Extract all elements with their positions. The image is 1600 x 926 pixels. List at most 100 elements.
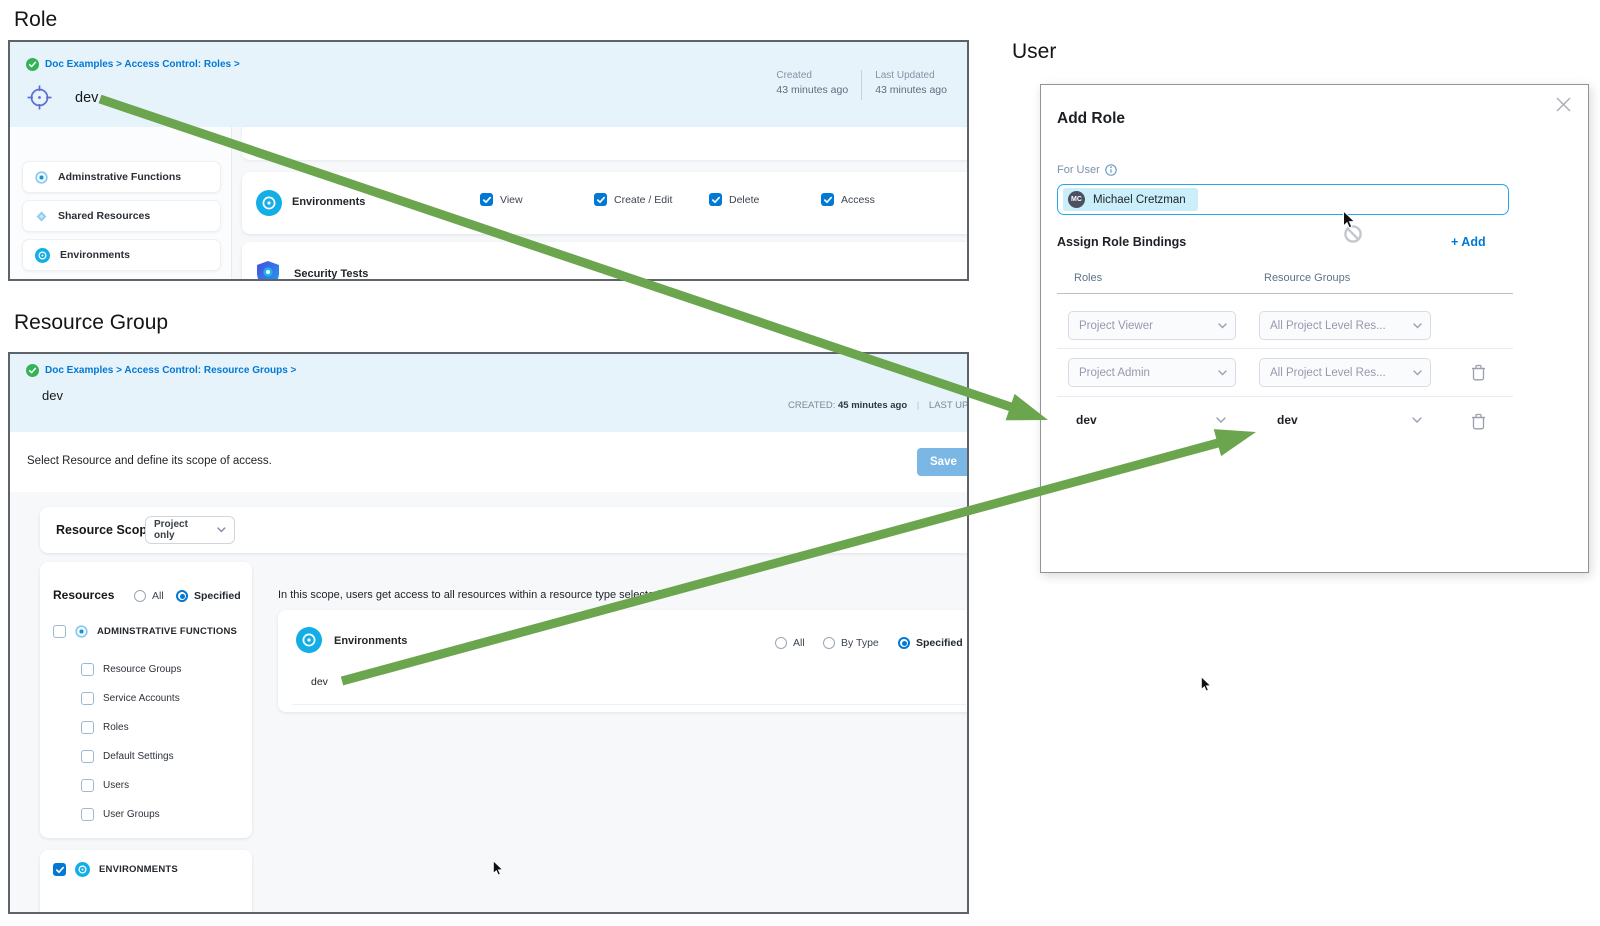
admin-functions-icon bbox=[75, 625, 88, 638]
resource-group-select[interactable]: dev bbox=[1277, 413, 1422, 427]
delete-binding-button[interactable] bbox=[1471, 413, 1486, 430]
tree-item-roles[interactable]: Roles bbox=[81, 721, 129, 734]
environments-scope-card: Environments All By Type Specified dev bbox=[278, 610, 967, 712]
resources-all-radio-group[interactable]: All bbox=[134, 590, 164, 602]
resource-group-select-value: All Project Level Res... bbox=[1270, 319, 1386, 332]
info-icon[interactable] bbox=[1104, 164, 1117, 176]
role-select-value: dev bbox=[1076, 413, 1097, 427]
sidebar-item-shared-resources[interactable]: Shared Resources bbox=[22, 200, 221, 232]
user-select-input[interactable]: MC Michael Cretzman bbox=[1057, 184, 1509, 215]
updated-label: Last Updated bbox=[875, 70, 935, 81]
delete-binding-button[interactable] bbox=[1471, 364, 1486, 381]
by-type-radio[interactable] bbox=[823, 637, 835, 649]
role-select[interactable]: dev bbox=[1076, 413, 1226, 427]
default-settings-checkbox[interactable] bbox=[81, 750, 94, 763]
save-button[interactable]: Save bbox=[917, 448, 967, 476]
resource-type-label: Security Tests bbox=[294, 268, 369, 280]
access-checkbox[interactable] bbox=[821, 193, 834, 206]
add-binding-button[interactable]: + Add bbox=[1451, 235, 1486, 249]
delete-checkbox-group[interactable]: Delete bbox=[709, 193, 759, 206]
view-checkbox-group[interactable]: View bbox=[480, 193, 523, 206]
all-radio[interactable] bbox=[775, 637, 787, 649]
role-section-label: Role bbox=[14, 8, 58, 31]
resource-group-section-label: Resource Group bbox=[14, 311, 169, 334]
timestamps: CREATED: 45 minutes ago | LAST UPDATED: bbox=[788, 400, 969, 411]
resource-type-label: Environments bbox=[292, 196, 366, 208]
environments-checkbox[interactable] bbox=[53, 863, 66, 876]
tree-group-environments[interactable]: ENVIRONMENTS bbox=[53, 862, 178, 877]
radio-label: All bbox=[793, 637, 805, 649]
resource-group-detail-panel: Doc Examples > Access Control: Resource … bbox=[8, 352, 969, 914]
resource-scope-select[interactable]: Project only bbox=[145, 516, 235, 544]
created-label: CREATED: bbox=[788, 400, 836, 411]
for-user-label: For User bbox=[1057, 164, 1100, 176]
resource-group-select-value: dev bbox=[1277, 413, 1298, 427]
permissions-row-environments: Environments View Create / Edit Delete bbox=[242, 172, 967, 234]
resources-specified-radio-group[interactable]: Specified bbox=[176, 590, 241, 602]
close-icon[interactable] bbox=[1555, 96, 1572, 113]
specified-radio[interactable] bbox=[176, 590, 188, 602]
access-checkbox-group[interactable]: Access bbox=[821, 193, 875, 206]
resource-group-select[interactable]: All Project Level Res... bbox=[1259, 358, 1431, 387]
page-title: dev bbox=[75, 89, 99, 106]
role-select[interactable]: Project Viewer bbox=[1068, 311, 1236, 340]
users-checkbox[interactable] bbox=[81, 779, 94, 792]
updated-label: LAST UPDATED: bbox=[928, 400, 969, 411]
role-select-value: Project Admin bbox=[1079, 366, 1150, 379]
resource-group-select[interactable]: All Project Level Res... bbox=[1259, 311, 1431, 340]
radio-label: By Type bbox=[841, 637, 879, 649]
shared-resources-icon bbox=[36, 211, 47, 221]
cursor-icon bbox=[1343, 210, 1356, 229]
all-radio[interactable] bbox=[134, 590, 146, 602]
user-name: Michael Cretzman bbox=[1093, 193, 1186, 206]
roles-checkbox[interactable] bbox=[81, 721, 94, 734]
resource-group-content: Resource Scope Project only Resources Al… bbox=[10, 492, 967, 912]
resource-scope-card: Resource Scope Project only bbox=[40, 507, 967, 553]
create-edit-checkbox[interactable] bbox=[594, 193, 607, 206]
view-checkbox[interactable] bbox=[480, 193, 493, 206]
chevron-down-icon bbox=[217, 527, 226, 533]
delete-checkbox[interactable] bbox=[709, 193, 722, 206]
user-chip[interactable]: MC Michael Cretzman bbox=[1063, 188, 1198, 211]
user-groups-checkbox[interactable] bbox=[81, 808, 94, 821]
permission-label: View bbox=[500, 193, 523, 206]
tree-group-admin-functions[interactable]: ADMINSTRATIVE FUNCTIONS bbox=[53, 625, 237, 638]
resource-groups-column-header: Resource Groups bbox=[1264, 272, 1351, 284]
divider bbox=[1057, 396, 1513, 397]
tree-item-label: Service Accounts bbox=[103, 693, 180, 704]
role-select-value: Project Viewer bbox=[1079, 319, 1153, 332]
permission-label: Create / Edit bbox=[614, 193, 673, 206]
dialog-title: Add Role bbox=[1057, 110, 1126, 127]
tree-item-service-accounts[interactable]: Service Accounts bbox=[81, 692, 180, 705]
resource-groups-checkbox[interactable] bbox=[81, 663, 94, 676]
scope-specified-radio-group[interactable]: Specified bbox=[898, 637, 963, 649]
tree-item-label: Resource Groups bbox=[103, 664, 182, 675]
created-value: 45 minutes ago bbox=[837, 400, 908, 411]
sidebar-item-environments[interactable]: Environments bbox=[22, 239, 221, 271]
tree-item-default-settings[interactable]: Default Settings bbox=[81, 750, 174, 763]
radio-label: Specified bbox=[916, 637, 963, 649]
resources-label: Resources bbox=[53, 588, 115, 602]
scope-by-type-radio-group[interactable]: By Type bbox=[823, 637, 879, 649]
divider bbox=[292, 704, 966, 705]
breadcrumb-link[interactable]: Doc Examples > Access Control: Roles > bbox=[45, 59, 240, 70]
breadcrumb-link[interactable]: Doc Examples > Access Control: Resource … bbox=[45, 365, 297, 376]
admin-functions-icon bbox=[35, 170, 48, 184]
role-select[interactable]: Project Admin bbox=[1068, 358, 1236, 387]
sidebar-item-administrative-functions[interactable]: Adminstrative Functions bbox=[22, 161, 221, 193]
updated-value: 43 minutes ago bbox=[875, 84, 947, 96]
cursor-icon bbox=[492, 860, 504, 876]
breadcrumb: Doc Examples > Access Control: Resource … bbox=[26, 364, 296, 377]
tree-item-resource-groups[interactable]: Resource Groups bbox=[81, 663, 181, 676]
environments-icon bbox=[256, 190, 282, 216]
admin-functions-checkbox[interactable] bbox=[53, 625, 66, 638]
sidebar-item-label: Adminstrative Functions bbox=[58, 171, 182, 183]
permission-label: Delete bbox=[729, 193, 760, 206]
divider bbox=[1057, 293, 1513, 294]
tree-item-users[interactable]: Users bbox=[81, 779, 129, 792]
create-edit-checkbox-group[interactable]: Create / Edit bbox=[594, 193, 672, 206]
tree-item-user-groups[interactable]: User Groups bbox=[81, 808, 160, 821]
scope-all-radio-group[interactable]: All bbox=[775, 637, 805, 649]
service-accounts-checkbox[interactable] bbox=[81, 692, 94, 705]
specified-radio[interactable] bbox=[898, 637, 910, 649]
